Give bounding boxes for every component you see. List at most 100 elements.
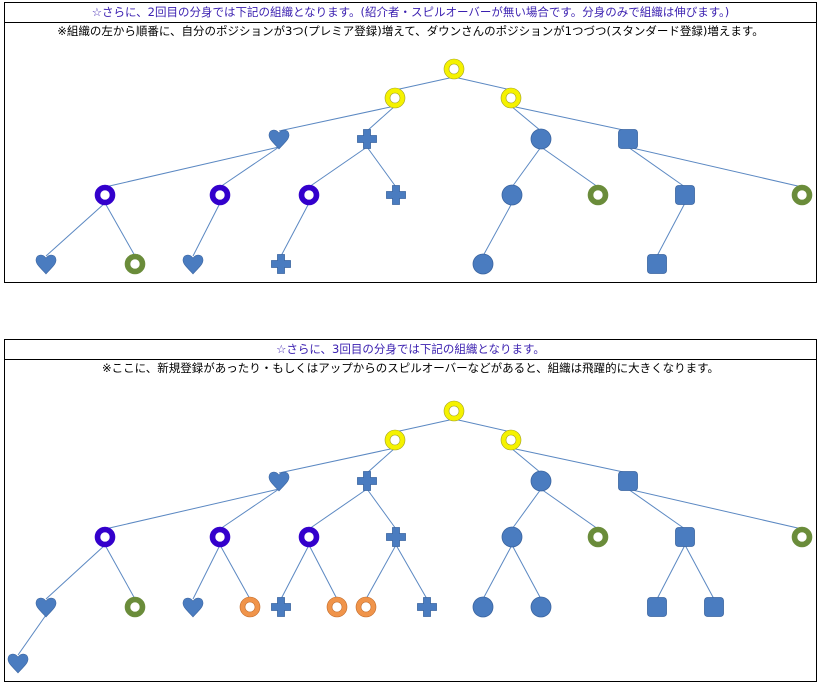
heart-node-icon <box>7 653 29 674</box>
ring-purple-node-icon <box>298 184 320 206</box>
square-node-icon <box>647 597 667 617</box>
square-node-icon <box>675 527 695 547</box>
tree-nodes <box>7 400 813 674</box>
tree-edge <box>511 146 542 188</box>
tree-edge <box>540 146 599 188</box>
heart-node-icon <box>182 254 204 275</box>
tree-edge <box>453 76 512 91</box>
tree-edge <box>540 488 599 530</box>
circle-node-icon <box>472 596 494 618</box>
square-node-icon <box>647 254 667 274</box>
tree-edge <box>219 146 280 188</box>
tree-edge <box>656 202 686 257</box>
panel-title: ☆さらに、2回目の分身では下記の組織となります。(紹介者・スピルオーバーが無い場… <box>5 3 816 23</box>
tree-edge <box>627 146 803 188</box>
cross-node-icon <box>357 129 377 149</box>
tree-edge <box>366 105 396 132</box>
ring-yellow-node-icon <box>500 87 522 109</box>
tree-edge <box>510 105 542 132</box>
tree-edge <box>511 488 542 530</box>
tree-edge <box>510 105 629 132</box>
ring-purple-node-icon <box>94 526 116 548</box>
ring-green-node-icon <box>791 526 813 548</box>
cross-node-icon <box>417 597 437 617</box>
tree-edge <box>482 544 513 600</box>
tree-edge <box>45 544 106 600</box>
tree-edge <box>219 488 280 530</box>
org-panel-round-2: ☆さらに、2回目の分身では下記の組織となります。(紹介者・スピルオーバーが無い場… <box>4 2 817 283</box>
circle-node-icon <box>501 526 523 548</box>
ring-yellow-node-icon <box>443 400 465 422</box>
ring-green-node-icon <box>124 253 146 275</box>
tree-edge <box>365 544 397 600</box>
tree-edge <box>684 544 715 600</box>
ring-purple-node-icon <box>209 526 231 548</box>
tree-edge <box>308 544 338 600</box>
tree-edge <box>511 544 542 600</box>
tree-edge <box>308 488 368 530</box>
circle-node-icon <box>530 596 552 618</box>
tree-edge <box>482 202 513 257</box>
tree-edge <box>192 544 221 600</box>
tree-edge <box>366 146 397 188</box>
circle-node-icon <box>530 470 552 492</box>
ring-green-node-icon <box>124 596 146 618</box>
ring-green-node-icon <box>791 184 813 206</box>
tree-edge <box>627 146 686 188</box>
ring-purple-node-icon <box>298 526 320 548</box>
tree-round-3 <box>7 400 813 674</box>
ring-green-node-icon <box>587 526 609 548</box>
square-node-icon <box>675 185 695 205</box>
ring-yellow-node-icon <box>384 429 406 451</box>
tree-edge <box>510 447 629 474</box>
ring-purple-node-icon <box>94 184 116 206</box>
tree-edge <box>45 202 106 257</box>
tree-edge <box>366 447 396 474</box>
ring-green-node-icon <box>587 184 609 206</box>
tree-edge <box>192 202 221 257</box>
ring-purple-node-icon <box>209 184 231 206</box>
tree-edge <box>280 202 310 257</box>
tree-edge <box>627 488 686 530</box>
tree-edge <box>394 418 455 433</box>
tree-edge <box>366 488 397 530</box>
tree-edge <box>278 447 396 474</box>
heart-node-icon <box>35 254 57 275</box>
tree-edge <box>453 418 512 433</box>
cross-node-icon <box>271 254 291 274</box>
tree-edges <box>45 76 803 257</box>
circle-node-icon <box>530 128 552 150</box>
panel-title: ☆さらに、3回目の分身では下記の組織となります。 <box>5 340 816 360</box>
panel-note: ※ここに、新規登録があったり・もしくはアップからのスピルオーバーなどがあると、組… <box>101 361 720 375</box>
tree-edge <box>510 447 542 474</box>
tree-edge <box>17 614 47 656</box>
tree-edge <box>280 544 310 600</box>
tree-nodes <box>35 58 813 275</box>
cross-node-icon <box>386 185 406 205</box>
tree-edge <box>104 544 136 600</box>
ring-yellow-node-icon <box>384 87 406 109</box>
tree-edges <box>17 418 803 656</box>
square-node-icon <box>704 597 724 617</box>
heart-node-icon <box>182 597 204 618</box>
circle-node-icon <box>472 253 494 275</box>
square-node-icon <box>618 471 638 491</box>
tree-edge <box>394 76 455 91</box>
ring-orange-node-icon <box>326 596 348 618</box>
tree-edge <box>219 544 251 600</box>
cross-node-icon <box>357 471 377 491</box>
circle-node-icon <box>501 184 523 206</box>
square-node-icon <box>618 129 638 149</box>
heart-node-icon <box>35 597 57 618</box>
tree-edge <box>278 105 396 132</box>
ring-yellow-node-icon <box>443 58 465 80</box>
tree-edge <box>104 202 136 257</box>
tree-round-2 <box>35 58 813 275</box>
tree-edge <box>104 146 280 188</box>
cross-node-icon <box>271 597 291 617</box>
tree-edge <box>656 544 686 600</box>
ring-yellow-node-icon <box>500 429 522 451</box>
tree-edge <box>308 146 368 188</box>
panel-note: ※組織の左から順番に、自分のポジションが3つ(プレミア登録)増えて、ダウンさんの… <box>57 24 764 38</box>
